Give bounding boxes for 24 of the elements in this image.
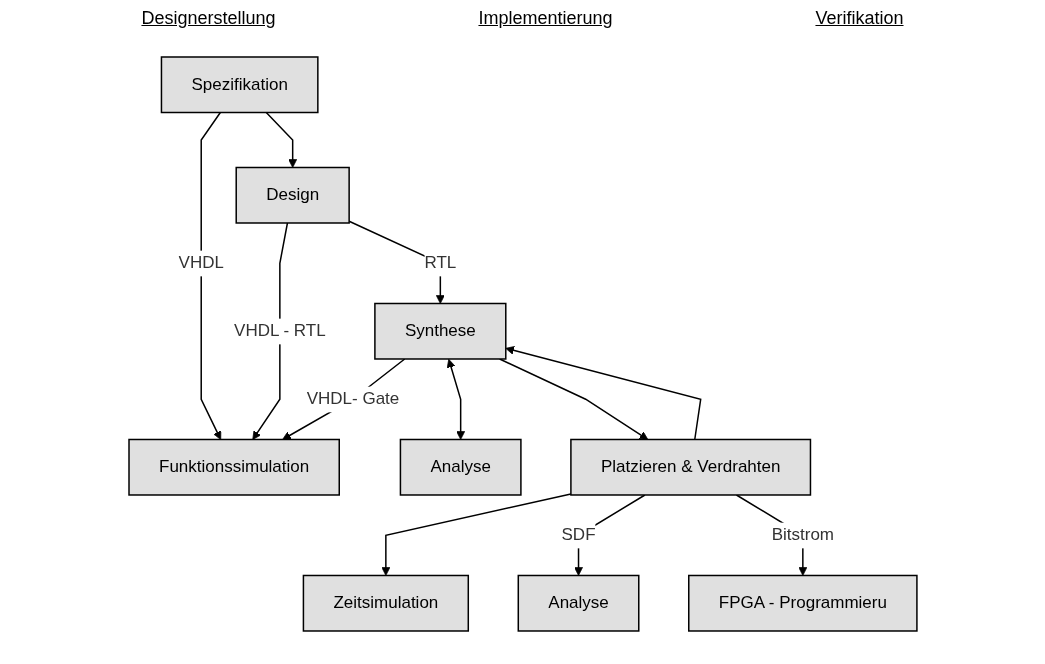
arrow	[281, 358, 405, 440]
arrow	[200, 111, 221, 440]
node-box: Analyse	[399, 438, 522, 496]
edge-label: SDF	[561, 525, 596, 545]
column-heading: Designerstellung	[141, 8, 276, 30]
edge-label: Bitstrom	[771, 525, 834, 545]
column-heading: Implementierung	[478, 8, 613, 30]
edge-label: VHDL - RTL	[233, 321, 326, 341]
arrow	[265, 111, 297, 168]
column-heading: Verifikation	[815, 8, 904, 30]
node-box: Spezifikation	[160, 56, 319, 114]
arrow	[381, 493, 572, 576]
arrow	[498, 358, 648, 440]
node-box: Design	[235, 166, 350, 224]
edge-label: VHDL- Gate	[306, 389, 399, 409]
edge-label: RTL	[423, 253, 456, 273]
node-box: Funktionssimulation	[127, 438, 340, 496]
node-box: Analyse	[517, 574, 640, 632]
node-box: Zeitsimulation	[302, 574, 469, 632]
arrow	[446, 358, 465, 440]
node-box: Platzieren & Verdrahten	[569, 438, 811, 496]
edge-label: VHDL	[178, 253, 224, 273]
node-box: Synthese	[373, 302, 507, 360]
node-box: FPGA - Programmieru	[687, 574, 918, 632]
